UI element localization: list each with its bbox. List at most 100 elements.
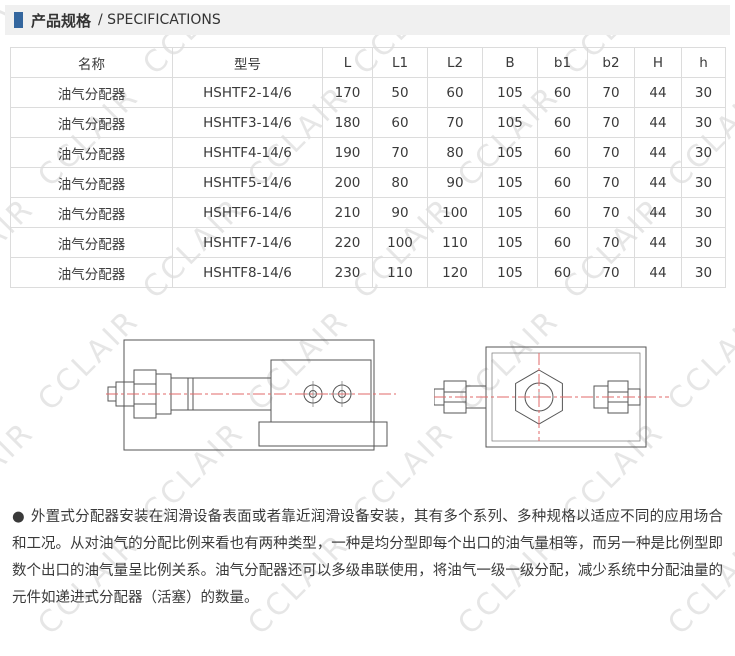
column-header: h <box>681 47 726 78</box>
table-cell: 105 <box>482 257 538 288</box>
table-cell: 105 <box>482 77 538 108</box>
base-plate <box>258 421 388 447</box>
table-cell: 30 <box>681 167 726 198</box>
table-cell: 60 <box>537 167 588 198</box>
column-header: B <box>482 47 538 78</box>
column-header: 名称 <box>10 47 173 78</box>
table-cell: 120 <box>427 257 483 288</box>
table-cell: 210 <box>322 197 373 228</box>
bullet-icon: ● <box>12 509 25 525</box>
table-cell: 60 <box>537 197 588 228</box>
table-cell: 60 <box>537 257 588 288</box>
table-cell: 44 <box>634 77 682 108</box>
table-cell: 30 <box>681 197 726 228</box>
table-cell: 60 <box>537 77 588 108</box>
table-cell: 190 <box>322 137 373 168</box>
table-cell: 105 <box>482 227 538 258</box>
bracket-outline <box>123 339 375 451</box>
description-text: 外置式分配器安装在润滑设备表面或者靠近润滑设备安装，其有多个系列、多种规格以适应… <box>12 509 723 606</box>
table-cell: HSHTF8-14/6 <box>172 257 323 288</box>
table-cell: 油气分配器 <box>10 137 173 168</box>
table-cell: 70 <box>587 107 635 138</box>
table-cell: 70 <box>587 227 635 258</box>
technical-drawings <box>0 334 735 464</box>
table-cell: 105 <box>482 197 538 228</box>
table-cell: 60 <box>372 107 428 138</box>
table-cell: 105 <box>482 107 538 138</box>
table-cell: 230 <box>322 257 373 288</box>
table-cell: 200 <box>322 167 373 198</box>
side-view-svg <box>106 339 396 451</box>
side-view-drawing <box>106 334 396 464</box>
table-cell: 70 <box>372 137 428 168</box>
table-cell: 44 <box>634 257 682 288</box>
table-cell: 44 <box>634 167 682 198</box>
table-cell: 110 <box>372 257 428 288</box>
table-cell: 70 <box>427 107 483 138</box>
column-header: 型号 <box>172 47 323 78</box>
table-cell: 220 <box>322 227 373 258</box>
table-cell: 油气分配器 <box>10 107 173 138</box>
table-cell: 180 <box>322 107 373 138</box>
column-header: L1 <box>372 47 428 78</box>
table-cell: 30 <box>681 137 726 168</box>
table-cell: 70 <box>587 77 635 108</box>
table-cell: 90 <box>372 197 428 228</box>
table-cell: 70 <box>587 257 635 288</box>
page-title: 产品规格 <box>31 11 92 30</box>
table-cell: 30 <box>681 257 726 288</box>
table-cell: HSHTF4-14/6 <box>172 137 323 168</box>
section-header: 产品规格 / SPECIFICATIONS <box>5 5 730 35</box>
table-cell: 60 <box>427 77 483 108</box>
table-cell: 油气分配器 <box>10 77 173 108</box>
table-cell: 44 <box>634 227 682 258</box>
table-cell: 105 <box>482 167 538 198</box>
table-cell: 30 <box>681 77 726 108</box>
table-cell: 油气分配器 <box>10 167 173 198</box>
table-cell: 60 <box>537 137 588 168</box>
table-cell: 80 <box>427 137 483 168</box>
table-cell: 100 <box>372 227 428 258</box>
table-cell: 70 <box>587 167 635 198</box>
table-cell: 30 <box>681 107 726 138</box>
table-cell: 油气分配器 <box>10 227 173 258</box>
front-view-drawing <box>434 339 669 459</box>
table-cell: 油气分配器 <box>10 257 173 288</box>
table-cell: 105 <box>482 137 538 168</box>
table-cell: 80 <box>372 167 428 198</box>
column-header: b2 <box>587 47 635 78</box>
table-cell: 70 <box>587 197 635 228</box>
table-cell: HSHTF6-14/6 <box>172 197 323 228</box>
table-cell: 50 <box>372 77 428 108</box>
column-header: L <box>322 47 373 78</box>
column-header: L2 <box>427 47 483 78</box>
column-header: b1 <box>537 47 588 78</box>
table-cell: 170 <box>322 77 373 108</box>
table-cell: 30 <box>681 227 726 258</box>
page-subtitle: / SPECIFICATIONS <box>98 12 221 28</box>
table-cell: 44 <box>634 107 682 138</box>
table-cell: 油气分配器 <box>10 197 173 228</box>
table-cell: 110 <box>427 227 483 258</box>
table-cell: 44 <box>634 197 682 228</box>
table-cell: 44 <box>634 137 682 168</box>
table-cell: 70 <box>587 137 635 168</box>
table-cell: HSHTF7-14/6 <box>172 227 323 258</box>
product-description: ●外置式分配器安装在润滑设备表面或者靠近润滑设备安装，其有多个系列、多种规格以适… <box>12 504 723 612</box>
table-cell: HSHTF3-14/6 <box>172 107 323 138</box>
front-view-svg <box>434 346 669 448</box>
table-cell: HSHTF2-14/6 <box>172 77 323 108</box>
table-cell: 90 <box>427 167 483 198</box>
table-cell: 60 <box>537 107 588 138</box>
